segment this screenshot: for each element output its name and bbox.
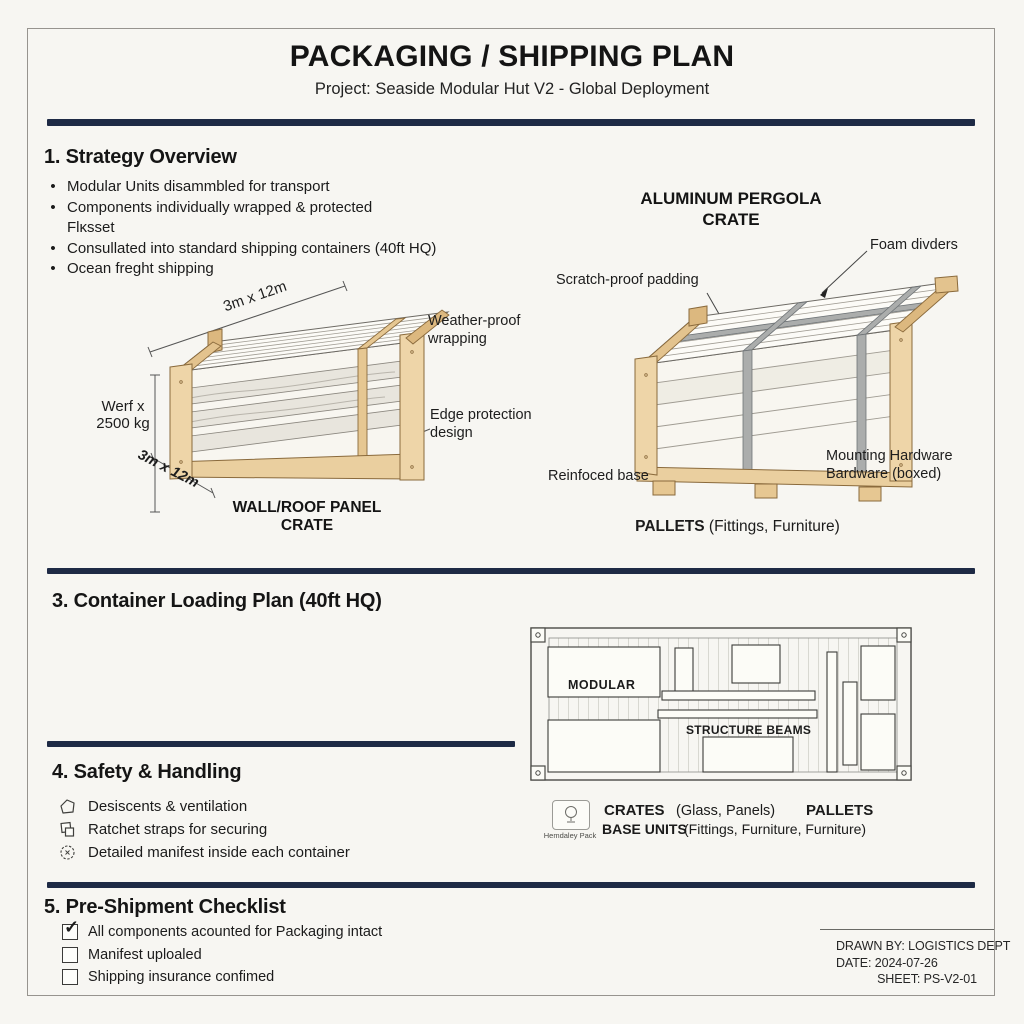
page-subtitle: Project: Seaside Modular Hut V2 - Global… — [314, 80, 710, 98]
checklist-item: Shipping insurance confimed — [62, 966, 382, 989]
section1-heading: 1. Strategy Overview — [44, 146, 237, 168]
legend-pack-icon — [552, 800, 590, 830]
legend-base-units: BASE UNITS — [602, 821, 687, 837]
caption-pallets: PALLETS (Fittings, Furniture) — [635, 518, 840, 535]
label-reinforced-base: Reinfoced base — [548, 468, 649, 484]
container-label-modular: MODULAR — [568, 678, 636, 692]
header-divider — [47, 119, 975, 126]
checklist-item-text: Shipping insurance confimed — [88, 969, 275, 986]
bullet-text: Components individually wrapped & protec… — [67, 198, 373, 216]
container-label-structure-beams: STRUCTURE BEAMS — [686, 723, 812, 737]
bullet-item: • Ocean freght shipping — [48, 259, 488, 280]
checkbox-checked[interactable]: ✓ — [62, 917, 79, 941]
legend-crates: CRATES — [604, 802, 665, 819]
section5-heading: 5. Pre-Shipment Checklist — [44, 896, 286, 918]
safety-item-text: Desiscents & ventilation — [88, 798, 248, 815]
safety-item: Ratchet straps for securing — [58, 818, 350, 841]
safety-item-text: Detailed manifest inside each container — [88, 844, 350, 861]
bullet-text: Modular Units disammbled for transport — [67, 178, 330, 195]
bullet-text: Consullated into standard shipping conta… — [67, 239, 437, 257]
titleblock-date: DATE: 2024-07-26 — [836, 956, 938, 970]
titleblock-border — [820, 929, 994, 930]
section3-divider — [47, 568, 975, 574]
bullet-subtext: Flκsset — [67, 219, 115, 236]
strategy-bullet-list: •Modular Units disammbled for transport … — [48, 177, 488, 280]
desiccant-tag-icon — [60, 799, 75, 814]
section4-heading: 4. Safety & Handling — [52, 761, 242, 783]
caption-wall-roof-crate: WALL/ROOF PANEL CRATE — [232, 499, 382, 534]
manifest-gear-icon — [60, 845, 75, 860]
pre-shipment-checklist: ✓ All components acounted for Packaging … — [62, 917, 383, 989]
checklist-item: Manifest uploaled — [62, 944, 382, 967]
titleblock-sheet: SHEET: PS-V2-01 — [877, 972, 977, 986]
bullet-dot: • — [50, 260, 56, 277]
check-mark: ✓ — [64, 917, 80, 938]
checkbox-unchecked[interactable] — [62, 969, 78, 986]
page-border — [27, 28, 995, 996]
bullet-item: • Components individually wrapped & prote… — [48, 198, 488, 219]
legend-icon-caption: Hemdaley Pack — [543, 831, 597, 840]
safety-list: Desiscents & ventilation Ratchet straps … — [58, 795, 350, 864]
bullet-item: • Consullated into standard shipping cont… — [48, 239, 488, 260]
label-weather-proof-wrapping: Weather-proof wrapping — [428, 313, 521, 347]
dim-label-weight: Werf x 2500 kg — [96, 398, 150, 432]
safety-item-text: Ratchet straps for securing — [88, 821, 268, 838]
legend-pallets: PALLETS — [806, 802, 874, 819]
section4-divider — [47, 741, 515, 747]
safety-item: Desiscents & ventilation — [58, 795, 350, 818]
bullet-text: Ocean freght shipping — [67, 260, 214, 277]
label-scratch-proof-padding: Scratch-proof padding — [556, 272, 699, 288]
titleblock-drawn-by: DRAWN BY: LOGISTICS DEPT — [836, 939, 1011, 953]
section5-divider — [47, 882, 975, 888]
straps-icon — [60, 821, 75, 837]
bullet-dot: • — [50, 198, 56, 216]
legend-crates-note: (Glass, Panels) — [676, 802, 776, 819]
caption-aluminum-pergola-crate: ALUMINUM PERGOLA CRATE — [640, 189, 822, 229]
page-title: PACKAGING / SHIPPING PLAN — [289, 40, 735, 73]
label-foam-dividers: Foam divders — [870, 237, 958, 253]
bullet-item: • Modular Units disammbled for transport — [48, 177, 488, 198]
checklist-item-text: All components acounted for Packaging in… — [88, 924, 383, 941]
bullet-dot: • — [50, 178, 56, 195]
bullet-dot: • — [50, 239, 56, 257]
checklist-item-text: Manifest uploaled — [88, 946, 202, 963]
label-mounting-hardware: Mounting Hardware Bardware (boxed) — [826, 448, 953, 482]
container-loading-diagram — [530, 627, 912, 781]
checkbox-unchecked[interactable] — [62, 946, 78, 963]
wall-roof-panel-crate-illustration — [147, 280, 450, 513]
pallet-crate-illustration — [634, 250, 959, 502]
legend-base-note: (Fittings, Furniture, Furniture) — [684, 820, 867, 837]
section3-heading: 3. Container Loading Plan (40ft HQ) — [52, 590, 382, 612]
lamp-icon — [565, 806, 577, 823]
safety-item: Detailed manifest inside each container — [58, 841, 350, 864]
label-edge-protection: Edge protection design — [430, 407, 532, 441]
checklist-item: ✓ All components acounted for Packaging … — [62, 917, 383, 944]
